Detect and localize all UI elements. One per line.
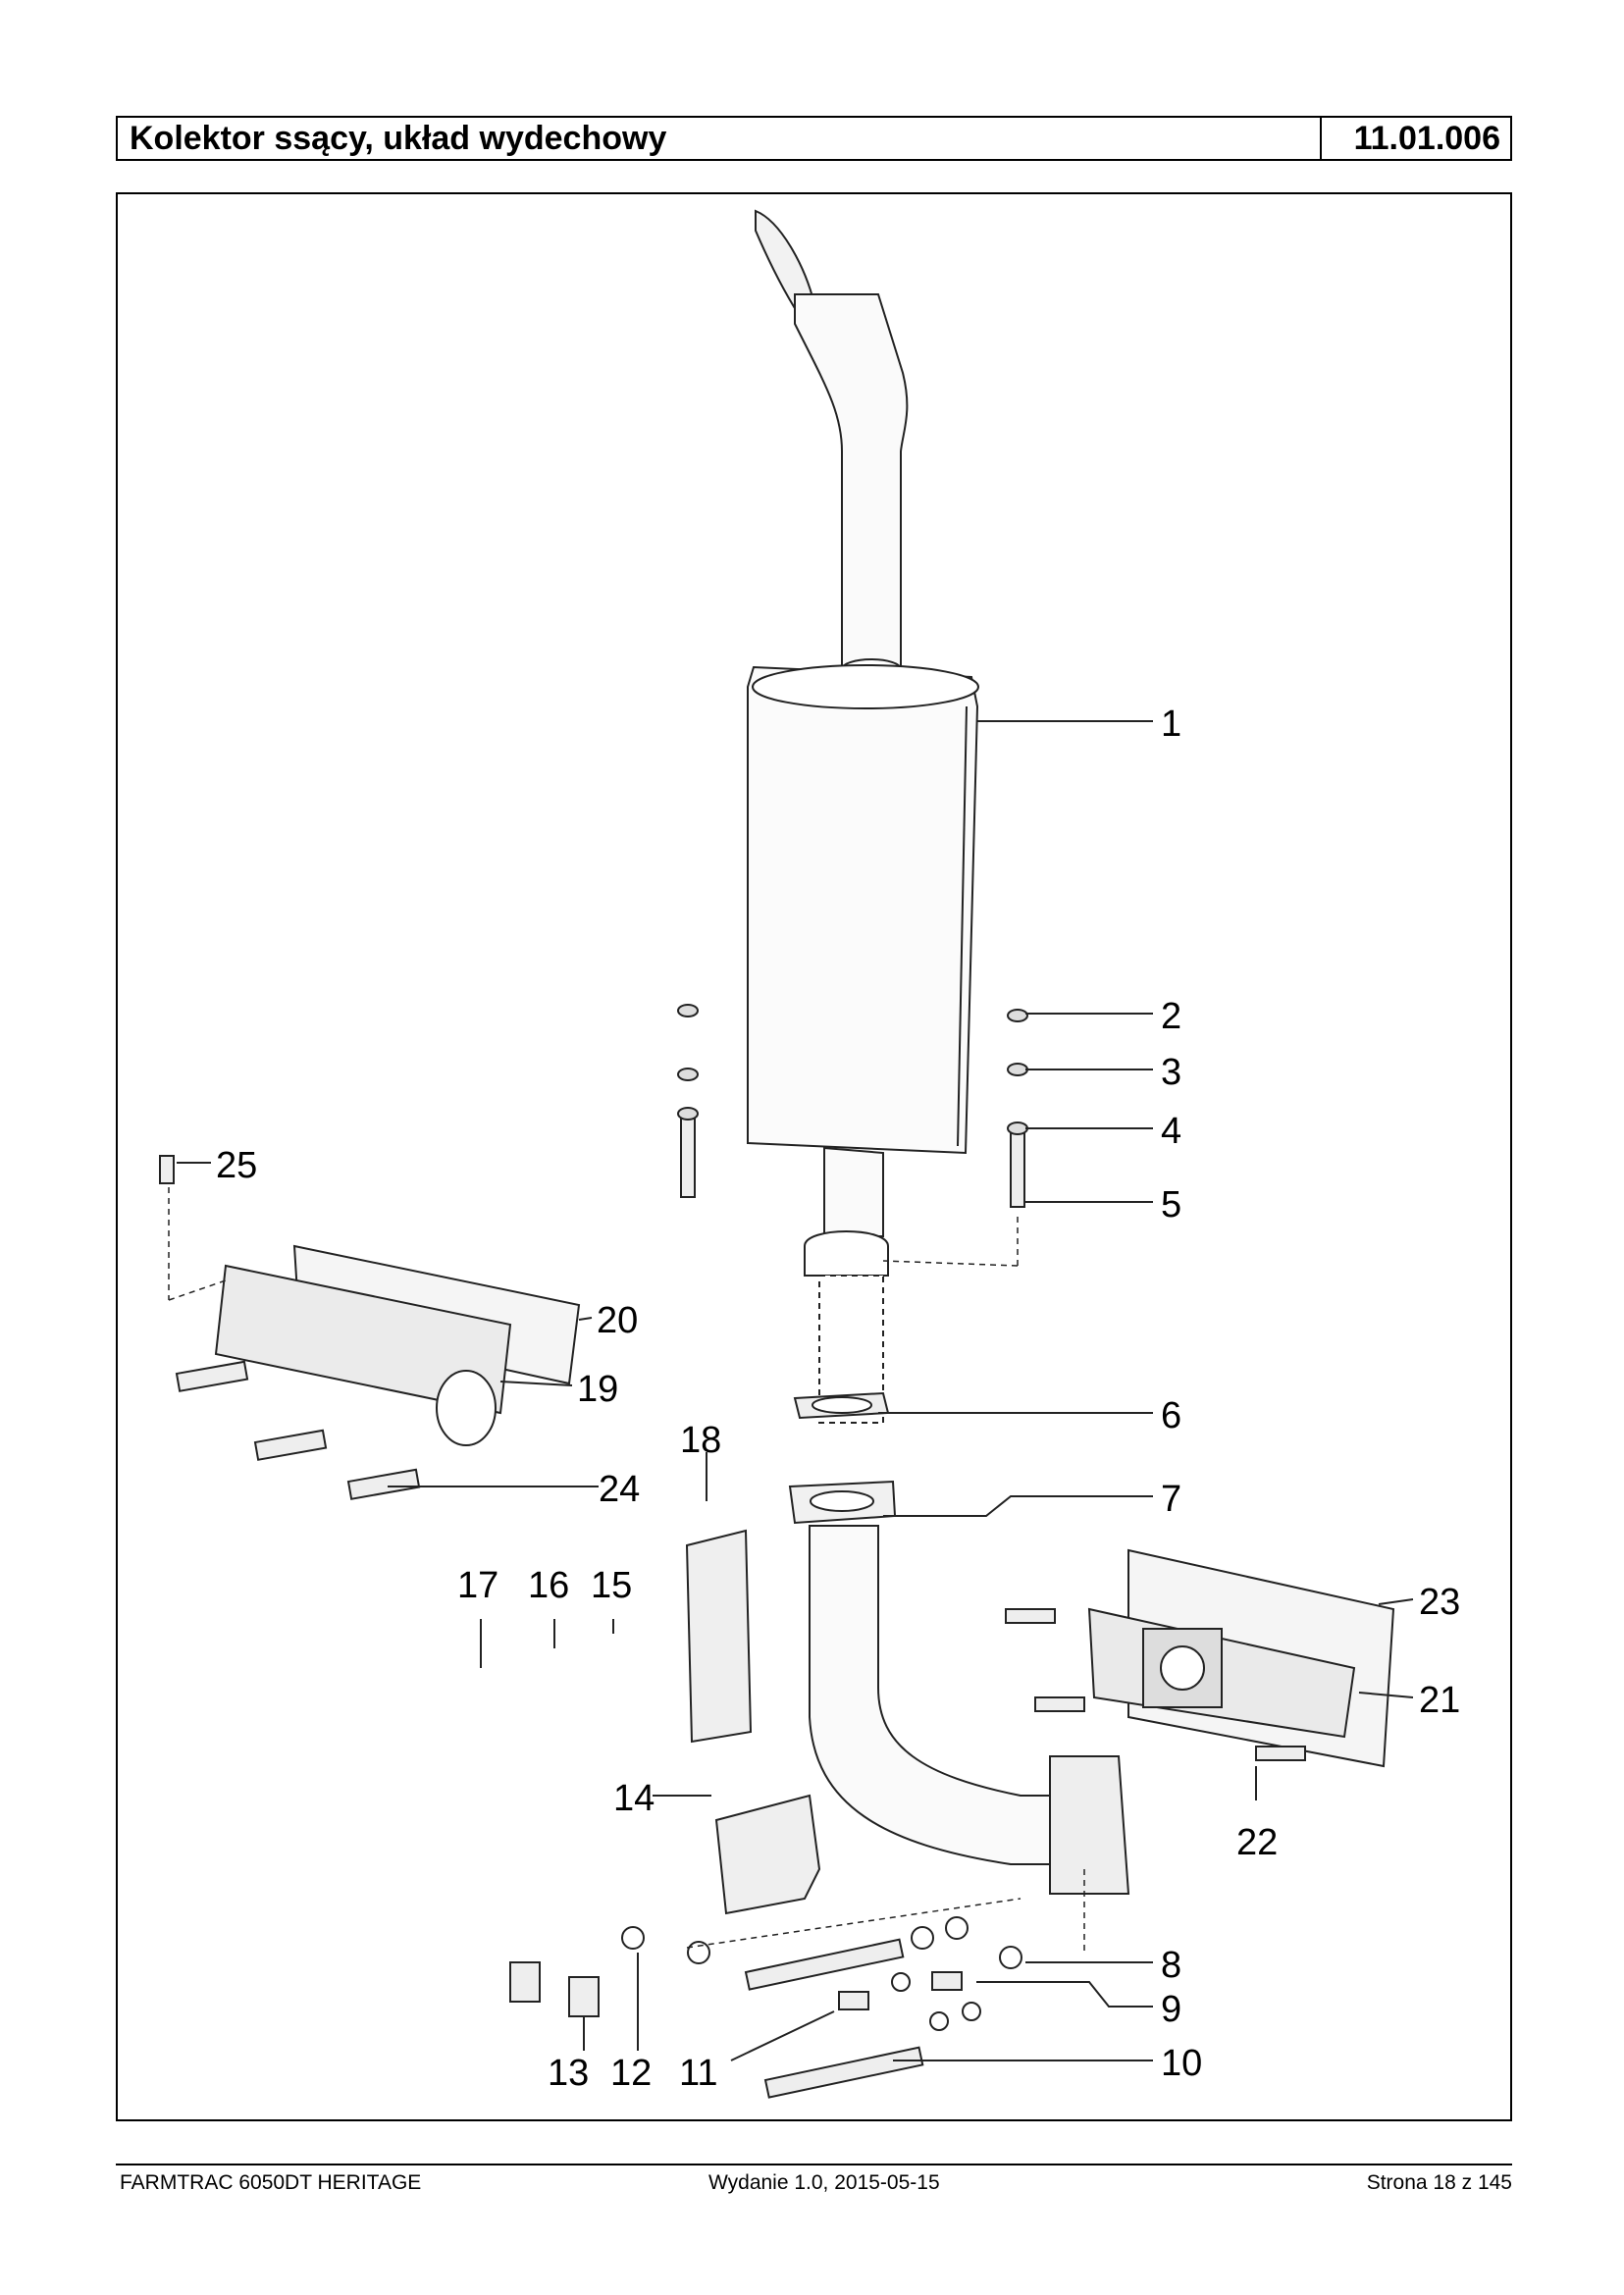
dashed-guides	[168, 1187, 1085, 1953]
callout-5: 5	[1161, 1184, 1181, 1226]
callout-19: 19	[577, 1369, 618, 1410]
footer-rule	[116, 2164, 1512, 2165]
footer-edition: Wydanie 1.0, 2015-05-15	[708, 2171, 940, 2194]
tail-pipe	[755, 209, 909, 680]
callout-22: 22	[1236, 1822, 1278, 1863]
callout-23: 23	[1419, 1582, 1460, 1623]
callout-13: 13	[548, 2053, 589, 2094]
callout-4: 4	[1161, 1111, 1181, 1152]
callout-12: 12	[610, 2053, 652, 2094]
flange-7-shape	[788, 1480, 897, 1525]
callout-16: 16	[528, 1565, 569, 1606]
bolts	[159, 1155, 1306, 2099]
footer-model: FARMTRAC 6050DT HERITAGE	[120, 2171, 422, 2194]
callout-7: 7	[1161, 1479, 1181, 1520]
outlet-pipe	[804, 1146, 889, 1424]
callout-6: 6	[1161, 1395, 1181, 1436]
callout-15: 15	[591, 1565, 632, 1606]
footer-page: Strona 18 z 145	[1366, 2171, 1512, 2194]
leader-lines	[177, 720, 1414, 2061]
callout-25: 25	[216, 1145, 257, 1186]
heat-shield-18	[685, 1529, 753, 1744]
exhaust-manifold-right	[1087, 1548, 1395, 1768]
page-title: Kolektor ssący, układ wydechowy	[130, 120, 667, 157]
callout-17: 17	[457, 1565, 498, 1606]
callout-20: 20	[597, 1300, 638, 1341]
callout-21: 21	[1419, 1680, 1460, 1721]
gasket-6-shape	[793, 1391, 890, 1420]
page-header: Kolektor ssący, układ wydechowy 11.01.00…	[116, 116, 1512, 161]
callout-3: 3	[1161, 1052, 1181, 1093]
callout-14: 14	[613, 1778, 655, 1819]
diagram-frame	[116, 192, 1512, 2121]
callout-1: 1	[1161, 704, 1181, 745]
section-code: 11.01.006	[1320, 118, 1510, 159]
heat-shield-14	[714, 1794, 821, 1915]
callout-10: 10	[1161, 2043, 1202, 2084]
callout-2: 2	[1161, 996, 1181, 1037]
intake-manifold-left	[214, 1244, 581, 1446]
muffler	[747, 664, 979, 1155]
down-pipe	[809, 1525, 1130, 1895]
callout-24: 24	[599, 1469, 640, 1510]
callout-18: 18	[680, 1420, 721, 1461]
callout-9: 9	[1161, 1989, 1181, 2030]
stud-bolts	[677, 1004, 1028, 1208]
callout-11: 11	[679, 2053, 717, 2094]
callout-8: 8	[1161, 1945, 1181, 1986]
callout-labels: 1 2 3 4 5 6 7 8 9 10 11 12 13 14 15 16 1…	[216, 704, 1460, 2094]
